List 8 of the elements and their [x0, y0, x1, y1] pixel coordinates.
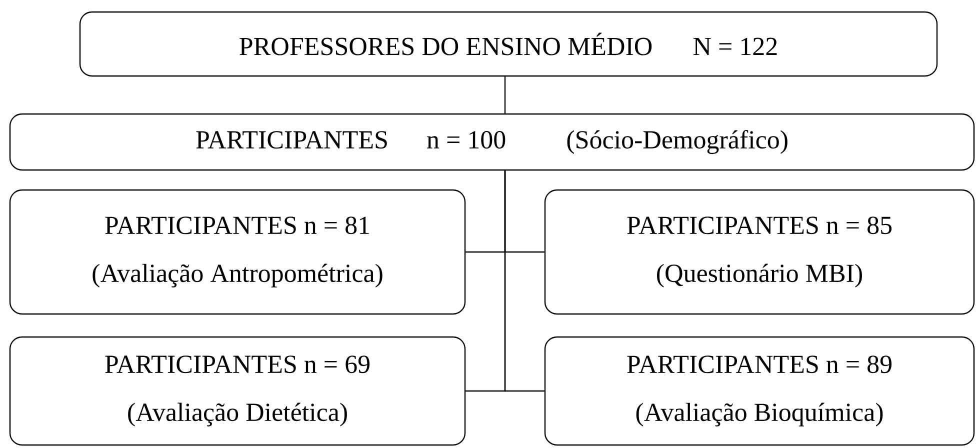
flow-box: PARTICIPANTES n = 100 (Sócio-Demográfico): [9, 113, 975, 171]
flow-box: PARTICIPANTES n = 85 (Questionário MBI): [544, 189, 975, 315]
flow-box: PARTICIPANTES n = 81 (Avaliação Antropométrica): [9, 189, 466, 315]
flow-box: PARTICIPANTES n = 89 (Avaliação Bioquímica): [544, 336, 975, 446]
flow-box: PARTICIPANTES n = 69 (Avaliação Dietética): [9, 336, 466, 446]
connector-line: [504, 170, 544, 392]
connector-line: [504, 76, 506, 114]
flow-box: PROFESSORES DO ENSINO MÉDIO N = 122: [79, 11, 938, 77]
